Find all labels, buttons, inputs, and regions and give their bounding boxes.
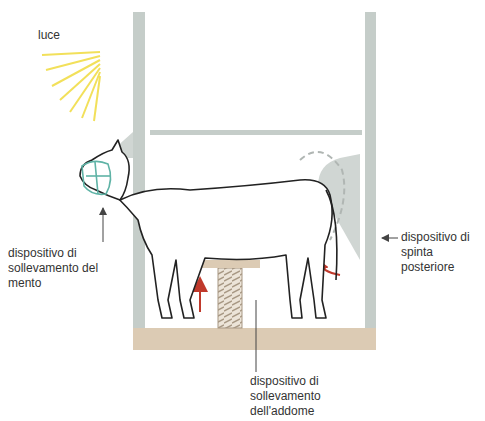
calf (80, 140, 337, 318)
left-post (133, 12, 145, 332)
abdomen-device-label: dispositivo di sollevamento dell'addome (250, 374, 360, 419)
chin-device (82, 161, 111, 194)
abdomen-plate (200, 260, 260, 268)
rear-device-label: dispositivo di spinta posteriore (401, 230, 481, 275)
right-post (365, 12, 376, 332)
light-label: luce (38, 28, 88, 43)
screw-column (218, 268, 242, 328)
floor (133, 328, 376, 350)
chin-device-label: dispositivo di sollevamento del mento (8, 246, 108, 291)
light-rays (42, 52, 100, 121)
top-bar (150, 130, 362, 135)
